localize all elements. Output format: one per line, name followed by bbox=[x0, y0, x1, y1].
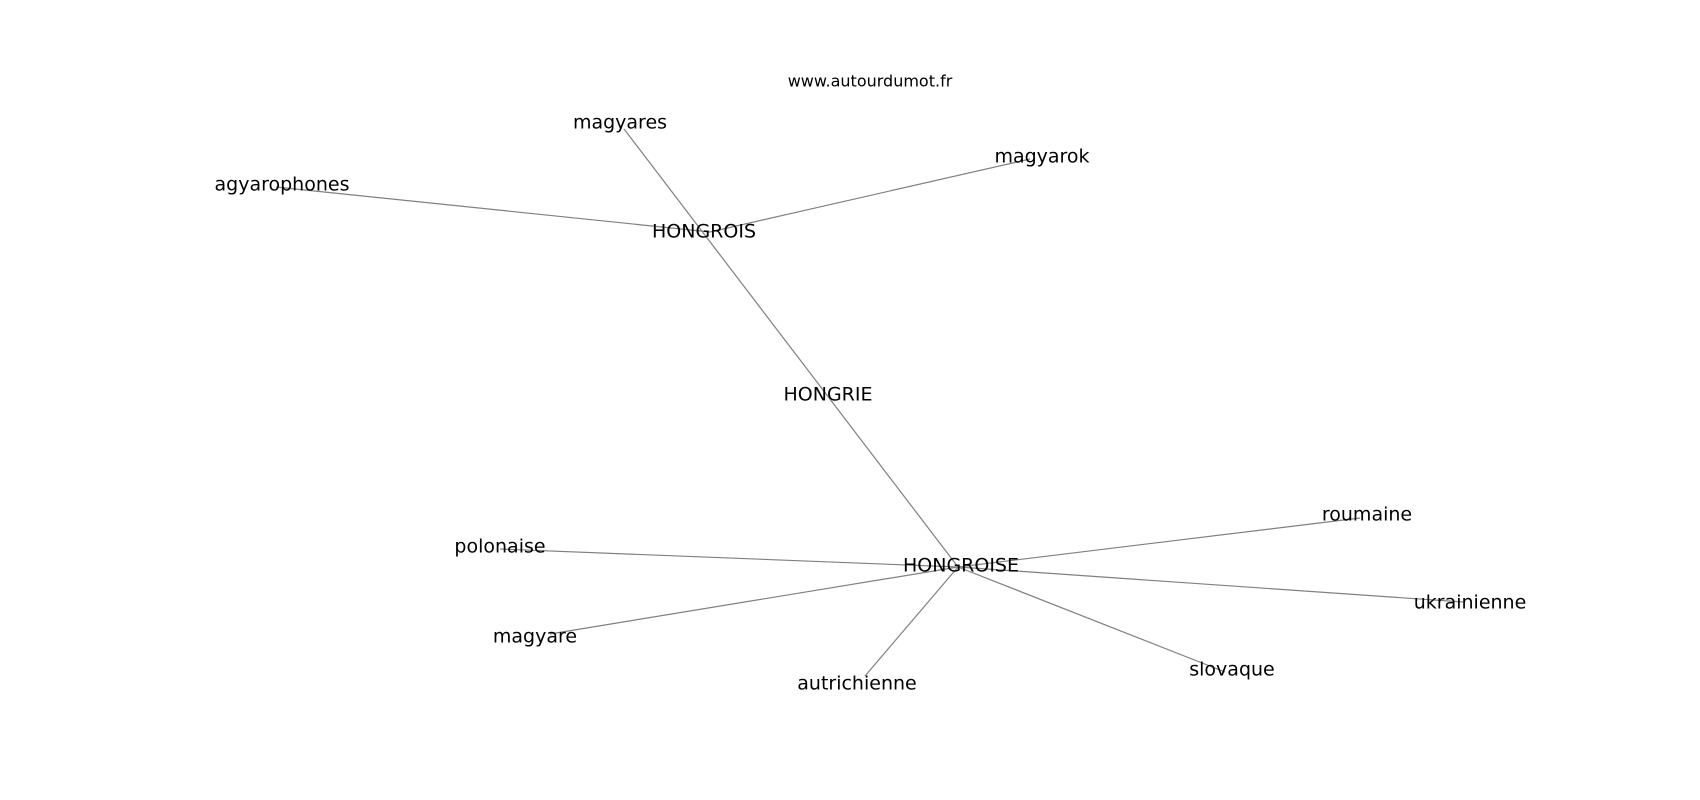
edge-hongroise-autrichienne bbox=[864, 566, 959, 677]
node-hongroise[interactable]: HONGROISE bbox=[903, 555, 1019, 577]
edge-hongrois-magyarok bbox=[709, 158, 1031, 233]
site-watermark: www.autourdumot.fr bbox=[788, 72, 953, 91]
node-magyares[interactable]: magyares bbox=[573, 112, 667, 134]
graph-nodes: HONGRIE HONGROIS HONGROISE magyares magyarok… bbox=[215, 112, 1527, 695]
edge-hongroise-ukrainienne bbox=[957, 566, 1464, 603]
node-slovaque[interactable]: slovaque bbox=[1189, 659, 1274, 681]
edge-hongrois-agyarophones bbox=[275, 186, 711, 233]
node-magyare[interactable]: magyare bbox=[493, 626, 577, 648]
edge-hongroise-roumaine bbox=[957, 517, 1361, 568]
node-agyarophones[interactable]: agyarophones bbox=[215, 174, 350, 196]
edge-hongroise-magyare bbox=[549, 566, 959, 635]
edge-hongroise-polonaise bbox=[499, 548, 959, 568]
node-hongrie[interactable]: HONGRIE bbox=[784, 384, 873, 406]
graph-edges bbox=[275, 128, 1464, 677]
node-roumaine[interactable]: roumaine bbox=[1322, 504, 1412, 526]
edge-magyares-hongroise bbox=[623, 128, 959, 568]
node-magyarok[interactable]: magyarok bbox=[994, 146, 1089, 168]
edge-hongroise-slovaque bbox=[957, 566, 1226, 673]
node-hongrois[interactable]: HONGROIS bbox=[652, 221, 756, 243]
node-autrichienne[interactable]: autrichienne bbox=[797, 673, 916, 695]
node-polonaise[interactable]: polonaise bbox=[454, 536, 545, 558]
node-ukrainienne[interactable]: ukrainienne bbox=[1414, 592, 1527, 614]
